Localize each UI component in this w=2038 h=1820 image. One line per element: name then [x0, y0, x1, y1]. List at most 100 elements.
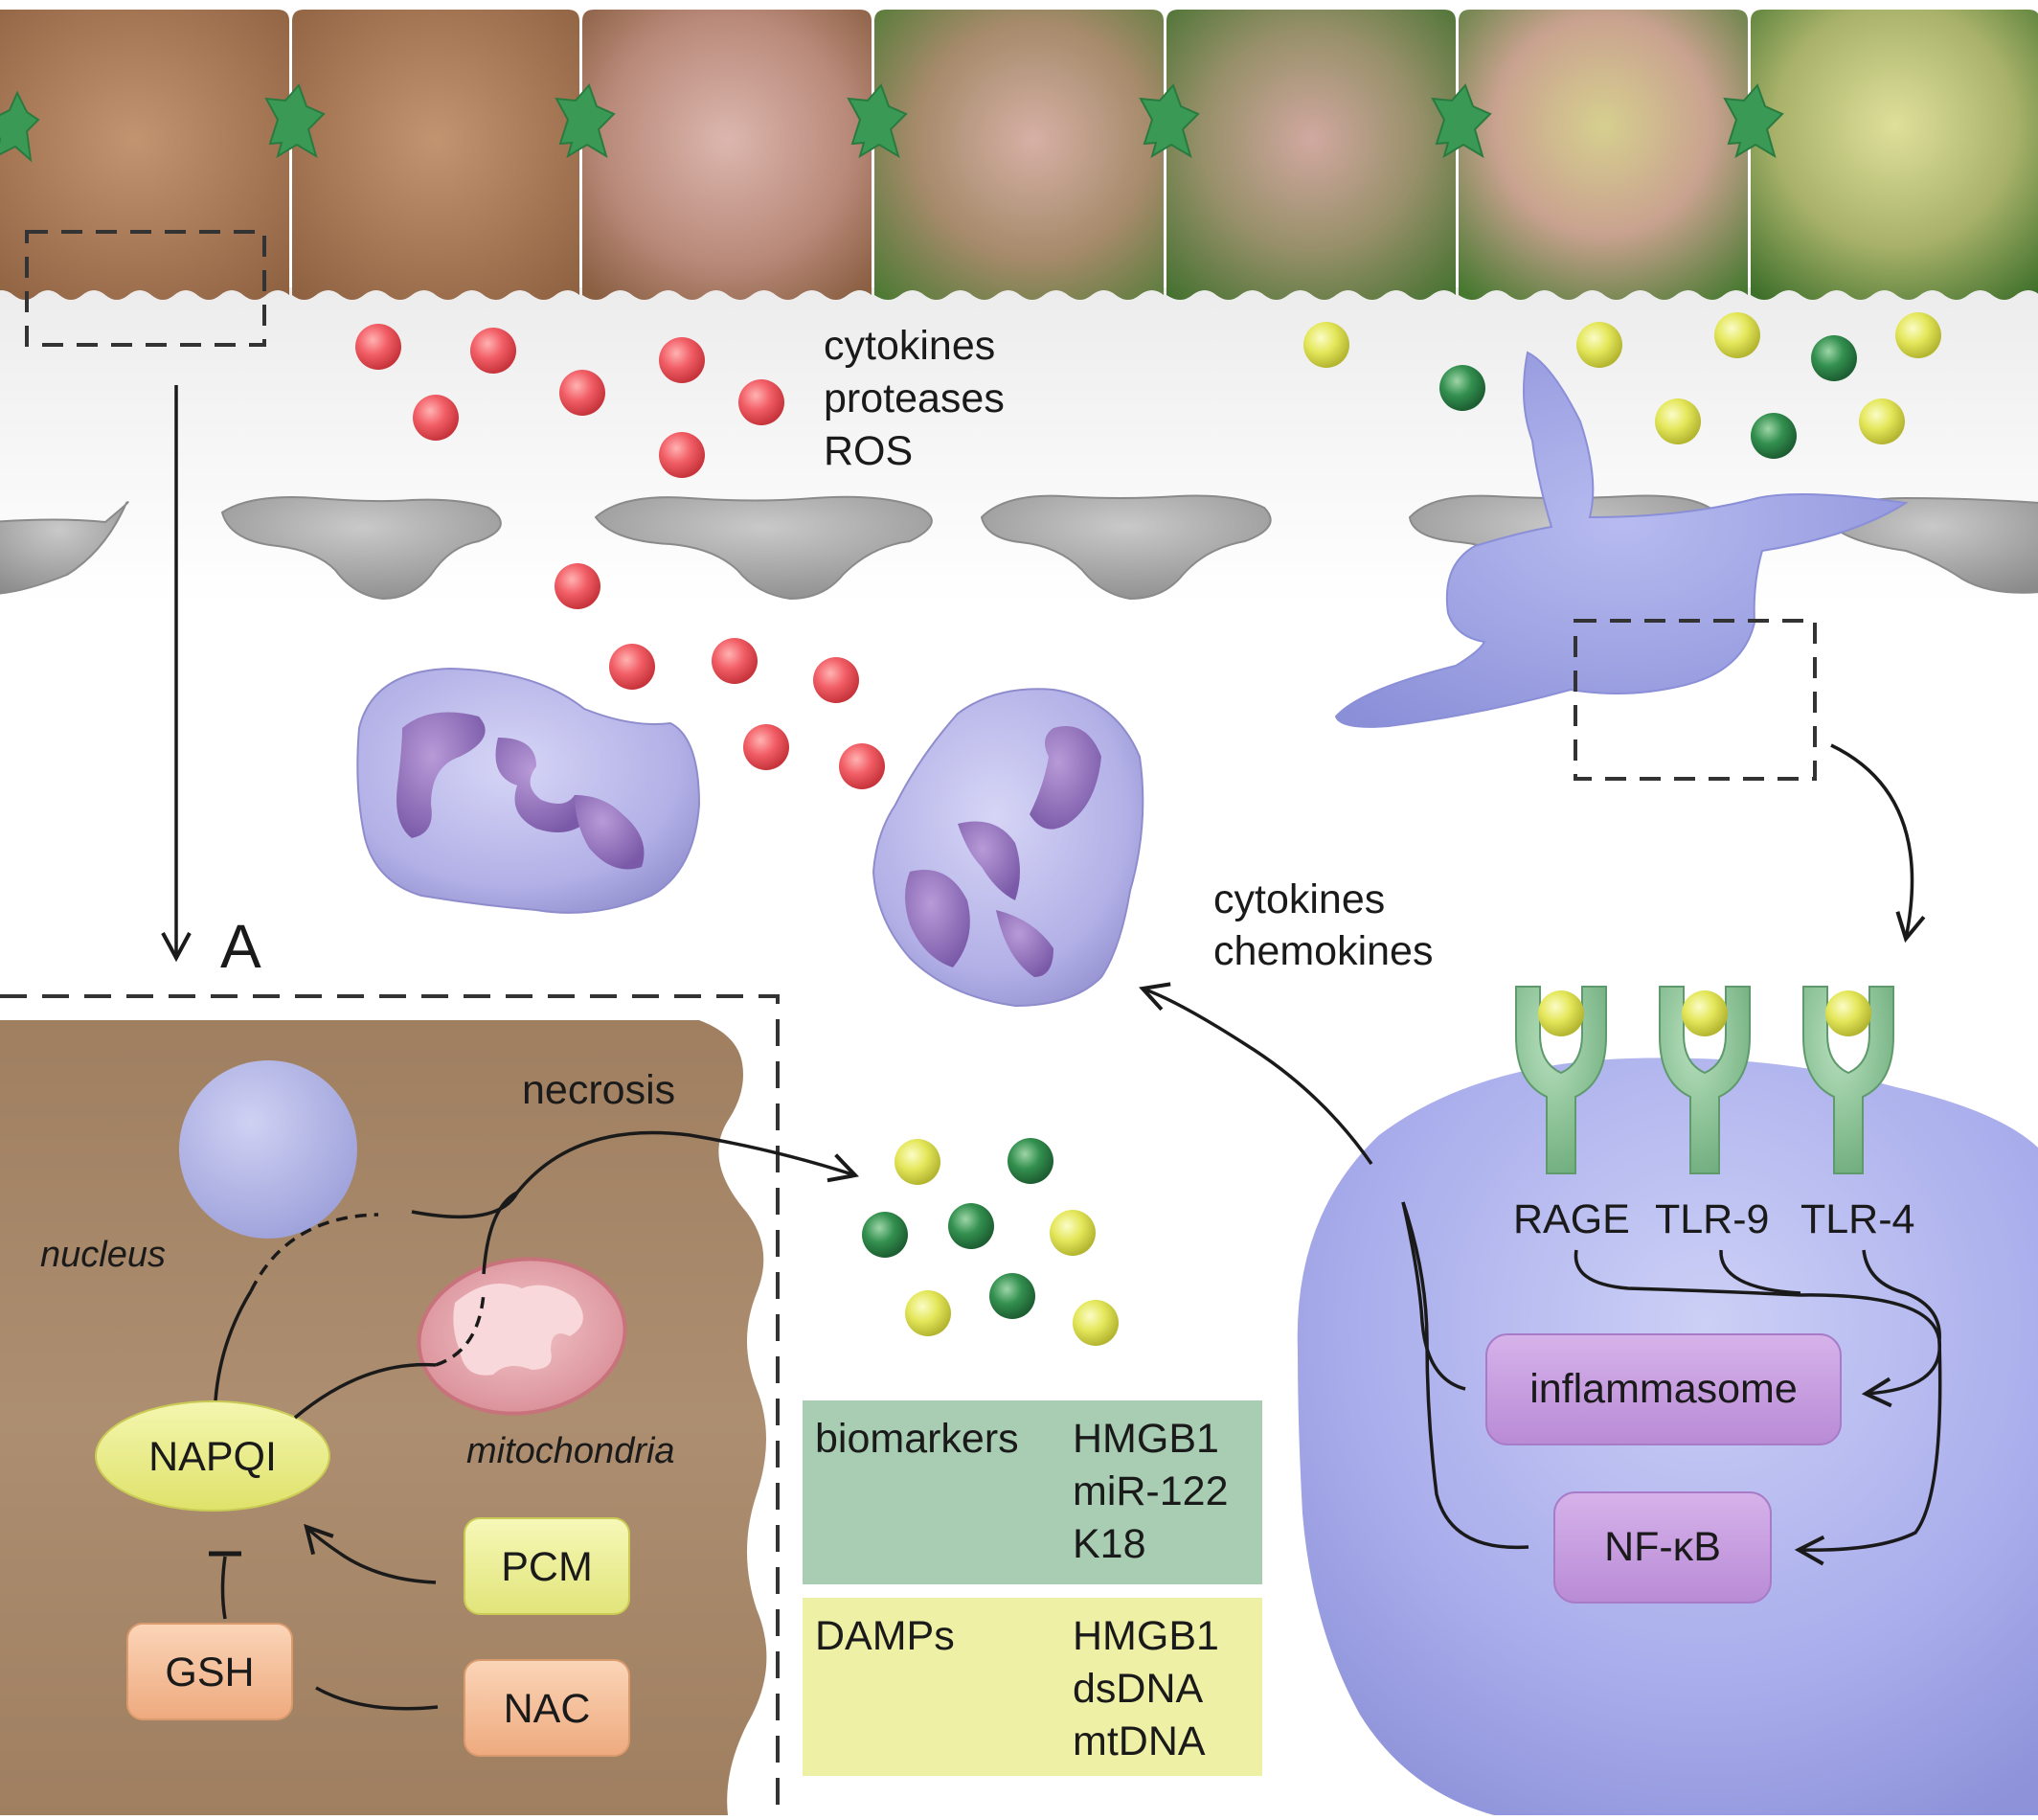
damp-item: HMGB1 [1073, 1613, 1219, 1659]
red-particle [839, 743, 885, 789]
label-pcm: PCM [501, 1544, 593, 1590]
hepatocyte-1 [0, 10, 289, 300]
napqi-to-mitochondria-line [293, 1362, 437, 1420]
damps-title: DAMPs [815, 1613, 955, 1659]
label-nac: NAC [504, 1686, 591, 1732]
yellow-damp [1655, 398, 1701, 444]
chemokine-release-arrow [1139, 982, 1373, 1165]
yellow-damp [894, 1139, 940, 1185]
biomarker-item: HMGB1 [1073, 1416, 1219, 1462]
napqi-node [95, 1400, 330, 1512]
yellow-damp [1576, 322, 1622, 368]
bile-canaliculus-1 [0, 90, 40, 163]
yellow-damp [1303, 322, 1349, 368]
label-mitochondria: mitochondria [466, 1431, 675, 1471]
panel-marker-a: A [220, 912, 261, 981]
red-particle [743, 724, 789, 770]
bile-canaliculus-2 [264, 83, 326, 159]
hepatocyte-2 [292, 10, 579, 300]
green-damp [1439, 365, 1485, 411]
receptor-group [1515, 986, 1894, 1174]
hepatocyte-3 [582, 10, 872, 300]
tlr9-signal-line [1719, 1249, 1801, 1295]
red-particle [712, 638, 758, 684]
selection-box-hepatocyte [25, 230, 266, 347]
green-damp [989, 1273, 1035, 1319]
red-particle [355, 324, 401, 370]
yellow-damp [905, 1290, 951, 1336]
red-particle [609, 644, 655, 690]
label-nfkb: NF-κB [1604, 1524, 1721, 1570]
bound-ligand [1538, 990, 1584, 1036]
mitochondria-to-merge [482, 1191, 518, 1275]
nucleus-to-merge [411, 1192, 519, 1219]
pcm-to-napqi-arrow [304, 1523, 437, 1584]
label-gsh: GSH [165, 1649, 254, 1695]
red-particle [470, 328, 516, 374]
released-damps [862, 1138, 1119, 1346]
bile-canaliculus-6 [1431, 83, 1492, 159]
nfkb-feedback-line [1401, 1201, 1529, 1550]
nac-to-gsh-line [315, 1686, 439, 1711]
green-damp [1811, 335, 1857, 381]
endothelial-cell-2 [220, 496, 502, 601]
bile-canaliculus-4 [847, 83, 908, 159]
zoom-arrow-to-kupffer [1830, 743, 1926, 944]
biomarker-item: K18 [1073, 1521, 1146, 1567]
hepatocyte-row [0, 10, 2038, 300]
nucleus-internal-dashed [249, 1213, 379, 1292]
selection-box-kupffer [1574, 619, 1817, 781]
damps-box [803, 1598, 1262, 1776]
red-particle [559, 370, 605, 416]
label-rage: RAGE [1513, 1196, 1630, 1242]
hepatocyte-5 [1166, 10, 1456, 300]
green-damp [862, 1212, 908, 1258]
mitochondria-internal-dashed [435, 1292, 486, 1367]
red-particle [738, 379, 784, 425]
label-cytokines-top: cytokines [824, 323, 995, 369]
nac-node [464, 1659, 630, 1757]
label-tlr9: TLR-9 [1655, 1196, 1769, 1242]
hepatocyte-6 [1459, 10, 1748, 300]
red-particle [413, 395, 459, 441]
endothelial-cell-6 [1823, 496, 2038, 594]
yellow-damp [1050, 1210, 1096, 1256]
endothelial-layer [0, 494, 2038, 601]
gsh-inhibits-napqi [220, 1556, 227, 1620]
hepatocyte-4 [874, 10, 1164, 300]
biomarkers-box [803, 1400, 1262, 1584]
signal-to-inflammasome [1800, 1293, 1941, 1408]
red-mediators [355, 324, 885, 789]
red-particle [555, 563, 600, 609]
nucleus-organelle [179, 1060, 357, 1239]
neutrophil-1 [356, 667, 701, 914]
bound-ligand [1682, 990, 1728, 1036]
yellow-damp [1895, 312, 1941, 358]
damp-item: dsDNA [1073, 1666, 1204, 1712]
merge-to-damps-arrow [515, 1130, 860, 1194]
damp-item: mtDNA [1073, 1718, 1206, 1764]
signal-to-nfkb [1794, 1340, 1942, 1566]
green-damp [1751, 413, 1797, 459]
label-ros: ROS [824, 428, 913, 474]
label-tlr4: TLR-4 [1800, 1196, 1914, 1242]
biomarker-item: miR-122 [1073, 1468, 1229, 1514]
endothelial-cell-3 [594, 495, 933, 601]
yellow-damp [1714, 312, 1760, 358]
label-proteases: proteases [824, 375, 1005, 421]
tlr9-receptor [1659, 986, 1751, 1174]
label-necrosis: necrosis [522, 1067, 675, 1113]
green-damp [1008, 1138, 1053, 1184]
sinusoid-damps [1303, 312, 1941, 459]
rage-signal-line [1574, 1249, 1801, 1297]
endothelial-cell-4 [980, 494, 1272, 601]
label-napqi: NAPQI [148, 1434, 277, 1480]
panel-a-pathways [209, 1130, 860, 1711]
yellow-damp [1859, 398, 1905, 444]
inflammasome-feedback-line [1401, 1201, 1466, 1391]
bile-canaliculus-3 [555, 83, 616, 159]
pcm-node [464, 1517, 630, 1615]
label-cytokines-mid: cytokines [1213, 876, 1385, 922]
signaling-pathways [1139, 982, 1942, 1566]
